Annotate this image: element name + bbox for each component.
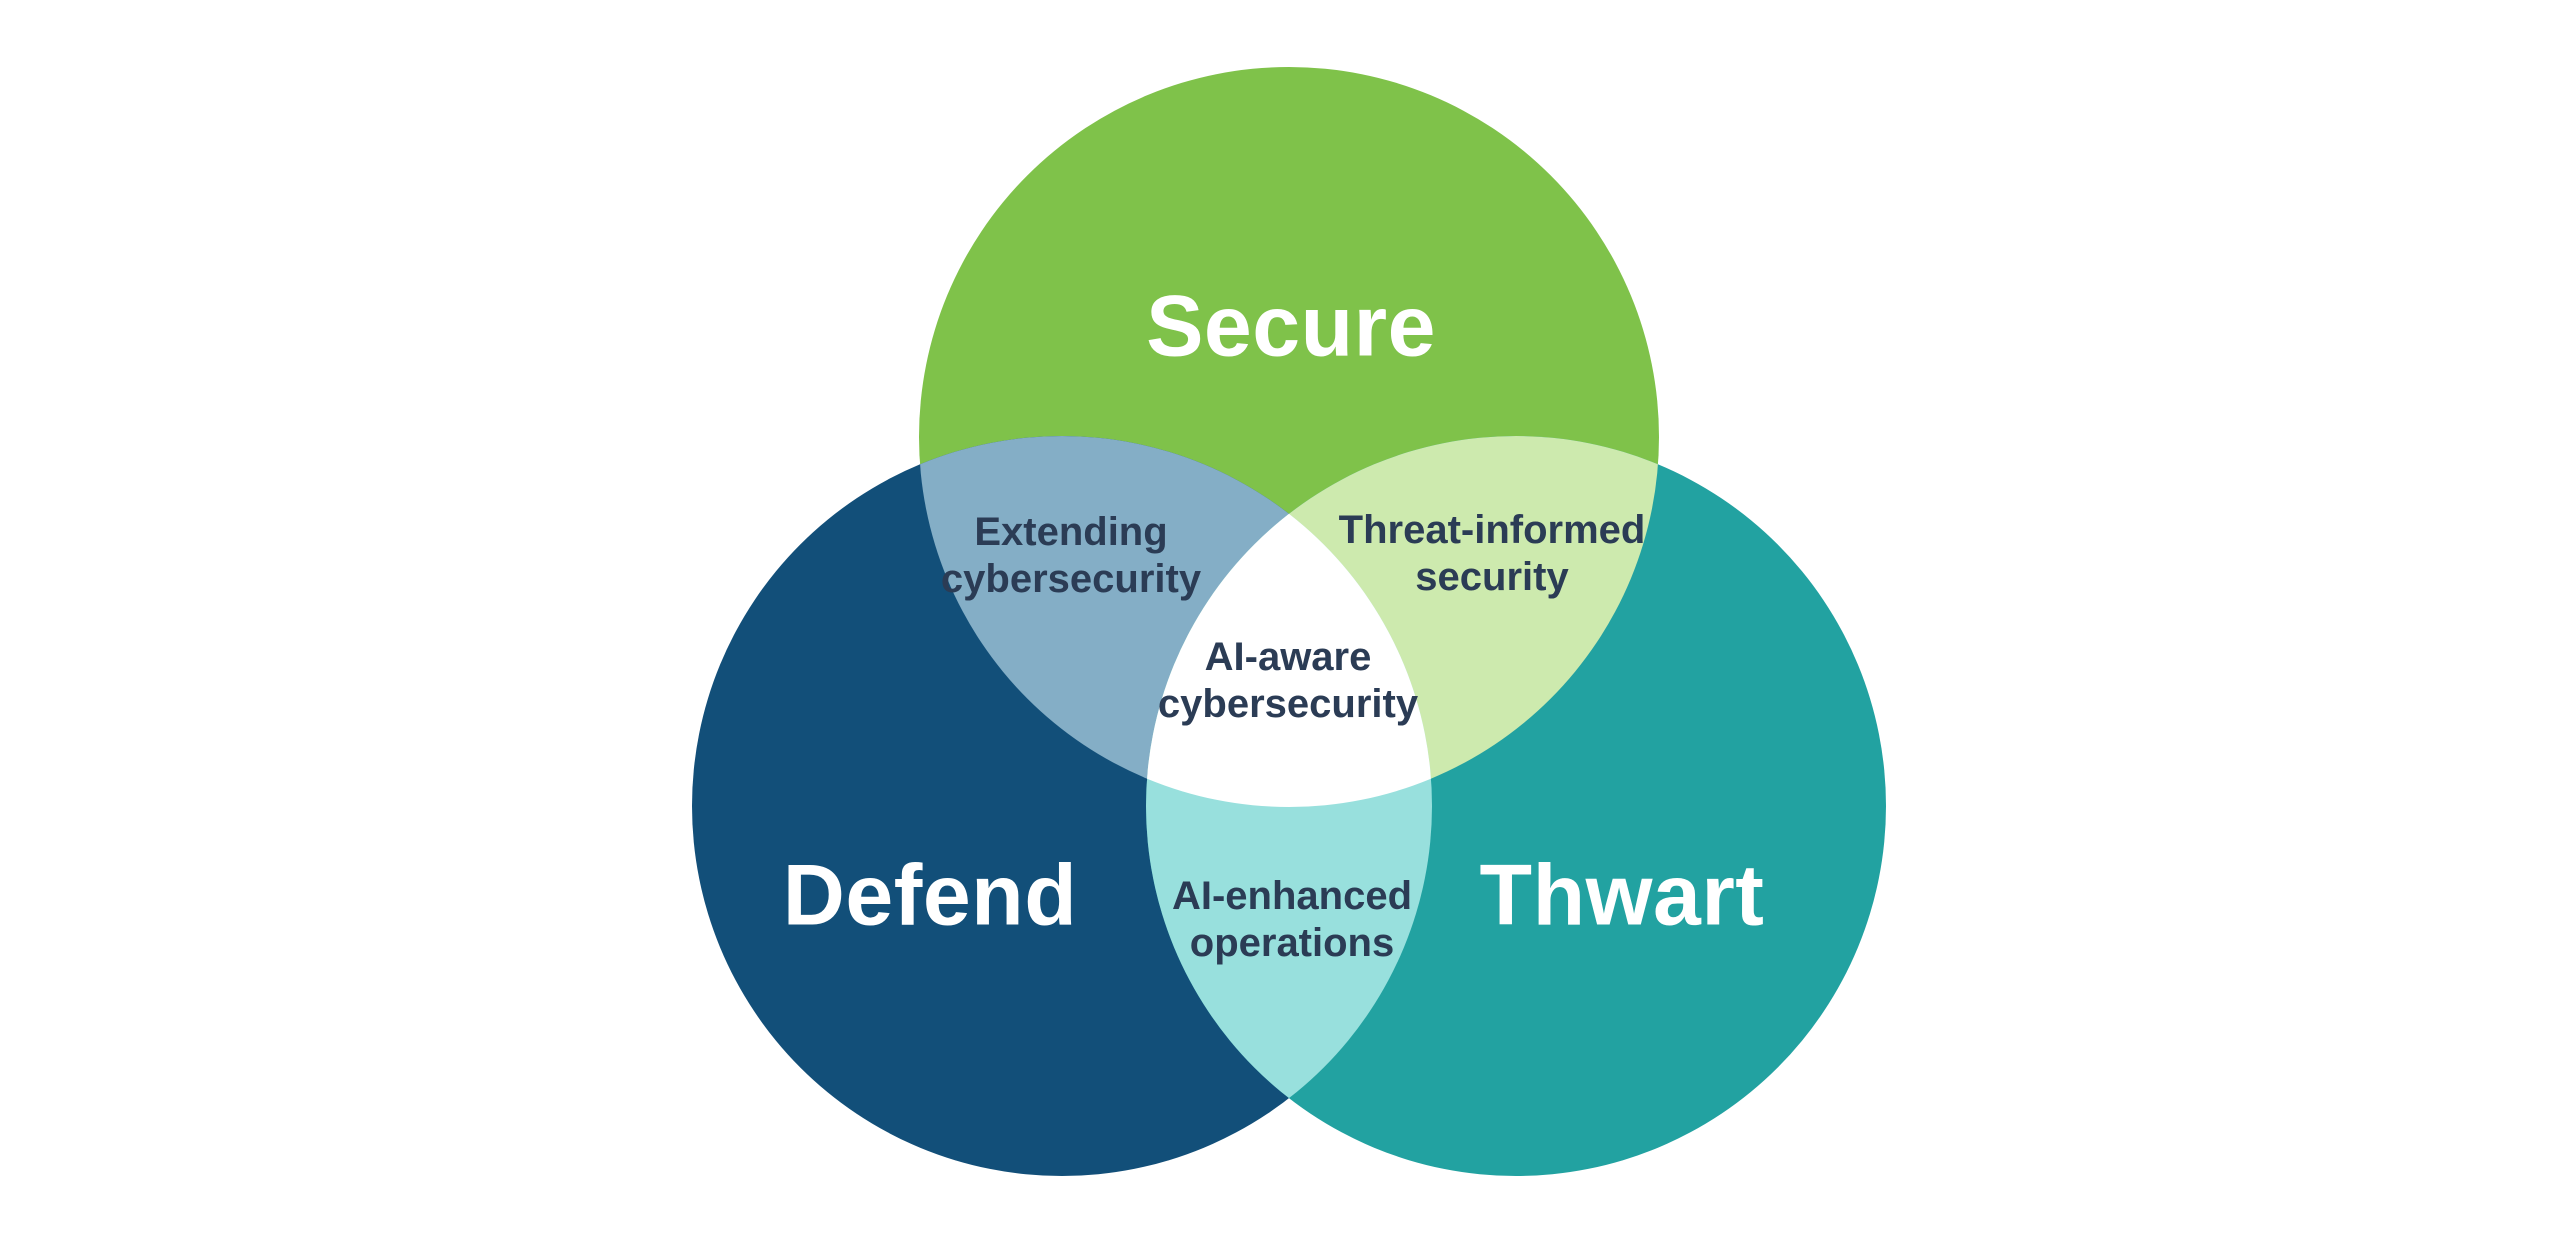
overlap-label-line: AI-enhanced (1171, 873, 1413, 918)
overlap-center-region (1146, 436, 1432, 807)
overlap-label-line: Extending (974, 509, 1168, 554)
set-label-defend: Defend (782, 847, 1078, 944)
overlap-label-line: security (1415, 555, 1569, 599)
overlap-label-line: cybersecurity (940, 557, 1202, 601)
set-label-thwart: Thwart (1479, 847, 1765, 944)
overlap-label-defend-thwart: AI-enhanced operations (1172, 873, 1412, 967)
overlap-label-line: cybersecurity (1157, 682, 1419, 726)
overlap-label-center: AI-aware cybersecurity (1158, 634, 1418, 728)
overlap-label-line: AI-aware (1204, 634, 1372, 679)
overlap-label-secure-thwart: Threat-informed security (1339, 507, 1646, 601)
overlap-label-line: operations (1189, 921, 1395, 965)
overlap-label-line: Threat-informed (1338, 507, 1646, 552)
overlap-label-secure-defend: Extending cybersecurity (941, 509, 1201, 603)
set-label-secure: Secure (1146, 278, 1436, 375)
